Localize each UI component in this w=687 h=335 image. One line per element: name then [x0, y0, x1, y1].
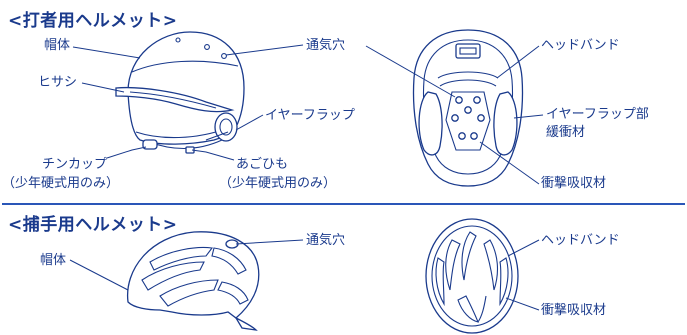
label-impact-absorber: 衝撃吸収材 [541, 176, 607, 191]
catcher-helmet-top-illustration [425, 218, 519, 334]
catcher-helmet-side-illustration [126, 231, 260, 331]
leader-vent-hole [225, 44, 304, 56]
label-vent-hole: 通気穴 [306, 38, 346, 53]
leader-headband [496, 45, 540, 79]
label-chin-cup: チンカップ [42, 157, 108, 172]
leader-visor [81, 82, 125, 93]
leader-chin-strap [191, 149, 235, 161]
leader-impact-absorber [479, 141, 540, 185]
leader-ear-flap-cushion [513, 114, 544, 119]
leader-catcher-headband [507, 239, 540, 257]
batter-helmet-side-illustration [115, 31, 245, 154]
label-headband: ヘッドバンド [541, 38, 620, 53]
leader-chin-cup [106, 146, 147, 159]
label-catcher-shell: 帽体 [40, 253, 67, 268]
label-catcher-headband: ヘッドバンド [541, 233, 620, 248]
batter-helmet-title: <打者用ヘルメット> [8, 11, 178, 31]
label-ear-flap-cushion-2: 緩衝材 [546, 125, 586, 140]
leader-ear-flap [235, 114, 264, 131]
leader-catcher-impact-absorber [505, 297, 540, 311]
section-divider [2, 203, 685, 205]
label-chin-strap: あごひも [236, 157, 289, 172]
label-catcher-vent-hole: 通気穴 [306, 233, 346, 248]
leader-catcher-shell [69, 259, 129, 291]
batter-helmet-inside-illustration [412, 29, 524, 187]
label-visor: ヒサシ [38, 75, 78, 90]
label-chin-strap-note: （少年硬式用のみ） [219, 176, 337, 191]
label-ear-flap: イヤーフラップ [265, 108, 355, 123]
leader-shell [72, 46, 141, 59]
label-shell: 帽体 [44, 38, 71, 53]
label-ear-flap-cushion: イヤーフラップ部 [546, 107, 649, 122]
label-chin-cup-note: （少年硬式用のみ） [2, 176, 120, 191]
leader-catcher-vent-hole [235, 239, 304, 245]
catcher-helmet-title: <捕手用ヘルメット> [8, 215, 178, 235]
leader-inside-vent-hole [365, 45, 456, 98]
label-catcher-impact-absorber: 衝撃吸収材 [541, 303, 607, 318]
